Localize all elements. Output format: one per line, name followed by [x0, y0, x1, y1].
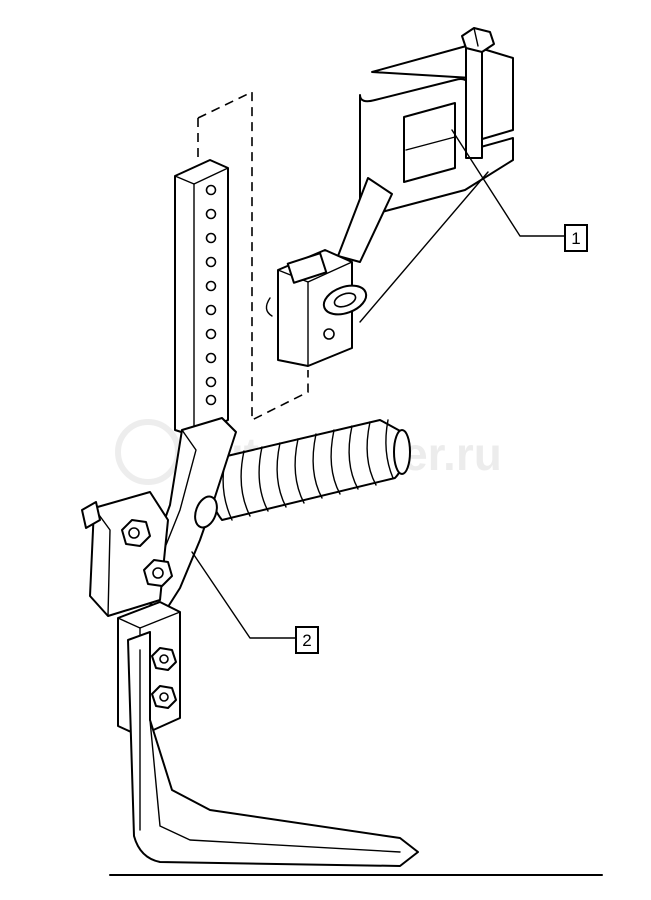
callout-2-box	[295, 626, 319, 654]
clamp-block	[265, 171, 489, 367]
callout-1: 1	[451, 129, 588, 252]
callout-1-label: 1	[571, 229, 580, 248]
callout-2-label: 2	[302, 631, 311, 650]
slotted-post	[174, 159, 229, 437]
callout-2: 2	[191, 551, 319, 654]
post-holes	[205, 184, 217, 406]
sweep-tine	[127, 631, 419, 867]
mounting-bracket	[337, 27, 514, 263]
spring-arm	[81, 417, 237, 617]
callout-1-box	[564, 224, 588, 252]
alignment-dashed-lines	[197, 90, 309, 422]
